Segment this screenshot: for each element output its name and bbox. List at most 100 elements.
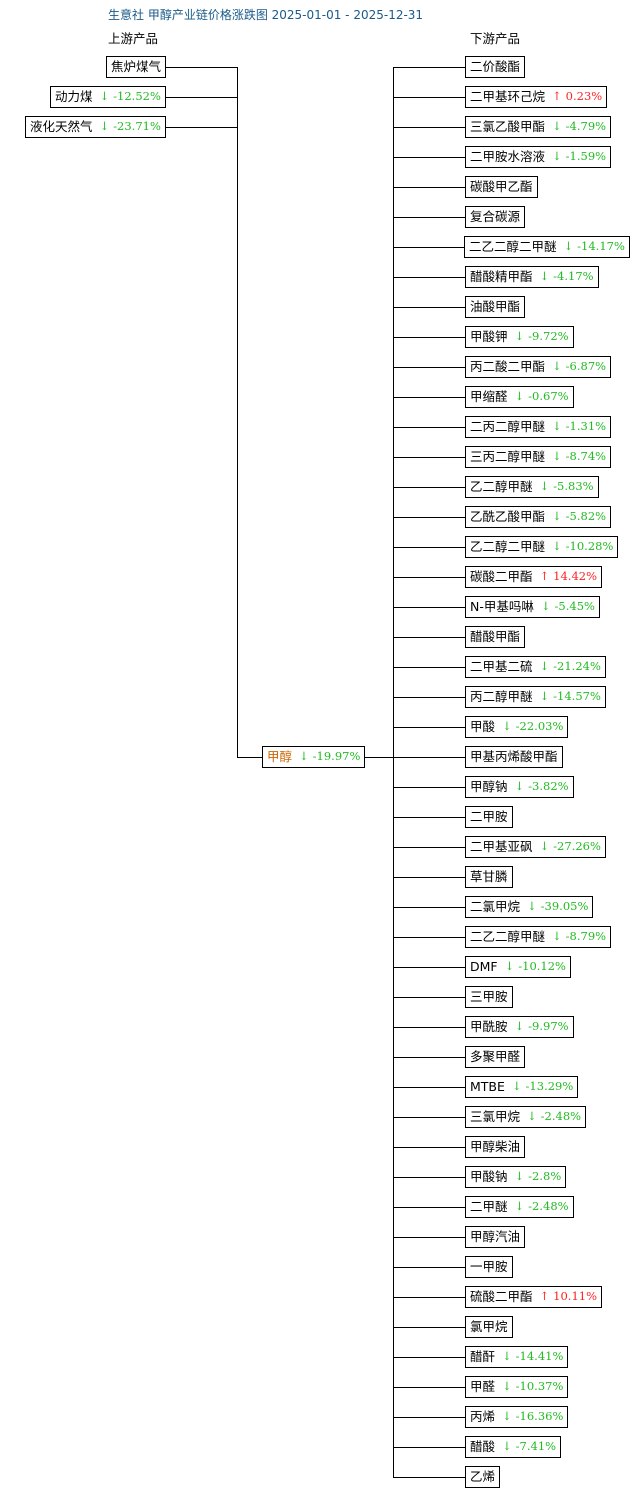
price-change: ↓-2.48% bbox=[515, 1201, 569, 1213]
downstream-node[interactable]: 丙烯↓-16.36% bbox=[465, 1406, 569, 1428]
price-change: ↑14.42% bbox=[540, 571, 598, 583]
downstream-node[interactable]: 甲基丙烯酸甲酯 bbox=[465, 746, 563, 768]
downstream-node[interactable]: 甲酸↓-22.03% bbox=[465, 716, 569, 738]
downstream-node[interactable]: 甲醛↓-10.37% bbox=[465, 1376, 569, 1398]
change-value: -5.45% bbox=[554, 599, 595, 614]
connector-line bbox=[393, 517, 465, 518]
arrow-down-icon: ↓ bbox=[552, 419, 562, 434]
downstream-node[interactable]: 三丙二醇甲醚↓-8.74% bbox=[465, 446, 612, 468]
change-value: 10.11% bbox=[553, 1289, 598, 1304]
downstream-node[interactable]: 甲缩醛↓-0.67% bbox=[465, 386, 574, 408]
price-change: ↓-1.31% bbox=[552, 421, 606, 433]
downstream-node[interactable]: 多聚甲醛 bbox=[465, 1046, 526, 1068]
product-name: 甲醇 bbox=[267, 748, 293, 764]
downstream-node[interactable]: 乙酰乙酸甲酯↓-5.82% bbox=[465, 506, 612, 528]
product-name: 甲基丙烯酸甲酯 bbox=[470, 748, 558, 764]
connector-line bbox=[393, 337, 465, 338]
downstream-node[interactable]: 丙二酸二甲酯↓-6.87% bbox=[465, 356, 612, 378]
downstream-node[interactable]: 油酸甲酯 bbox=[465, 296, 526, 318]
downstream-node[interactable]: 一甲胺 bbox=[465, 1256, 513, 1278]
product-name: 醋酐 bbox=[470, 1348, 496, 1364]
downstream-node[interactable]: 二甲基环己烷↑0.23% bbox=[465, 86, 608, 108]
downstream-node[interactable]: N-甲基吗啉↓-5.45% bbox=[465, 596, 600, 618]
downstream-node[interactable]: 乙二醇甲醚↓-5.83% bbox=[465, 476, 599, 498]
downstream-node[interactable]: 三氯乙酸甲酯↓-4.79% bbox=[465, 116, 612, 138]
change-value: -0.67% bbox=[528, 389, 569, 404]
product-name: 甲酸钾 bbox=[470, 328, 508, 344]
connector-line bbox=[393, 1267, 465, 1268]
connector-line bbox=[393, 1147, 465, 1148]
price-change: ↓-4.79% bbox=[552, 121, 606, 133]
product-name: DMF bbox=[470, 958, 498, 974]
connector-line bbox=[393, 1387, 465, 1388]
downstream-node[interactable]: 甲醇柴油 bbox=[465, 1136, 526, 1158]
downstream-node[interactable]: 甲醇钠↓-3.82% bbox=[465, 776, 574, 798]
connector-line bbox=[393, 907, 465, 908]
downstream-node[interactable]: 二甲醚↓-2.48% bbox=[465, 1196, 574, 1218]
arrow-down-icon: ↓ bbox=[502, 719, 512, 734]
change-value: -8.79% bbox=[565, 929, 607, 944]
downstream-node[interactable]: 甲醇汽油 bbox=[465, 1226, 526, 1248]
connector-line bbox=[393, 247, 465, 248]
product-name: 乙二醇二甲醚 bbox=[470, 538, 546, 554]
downstream-node[interactable]: 甲酸钠↓-2.8% bbox=[465, 1166, 567, 1188]
product-name: 甲醇柴油 bbox=[470, 1138, 521, 1154]
downstream-node[interactable]: 醋酸甲酯 bbox=[465, 626, 526, 648]
downstream-node[interactable]: MTBE↓-13.29% bbox=[465, 1076, 579, 1098]
change-value: -8.74% bbox=[565, 449, 607, 464]
downstream-node[interactable]: 二丙二醇甲醚↓-1.31% bbox=[465, 416, 612, 438]
upstream-node[interactable]: 动力煤↓-12.52% bbox=[50, 86, 166, 108]
arrow-down-icon: ↓ bbox=[514, 389, 525, 404]
downstream-node[interactable]: 碳酸甲乙酯 bbox=[465, 176, 538, 198]
downstream-node[interactable]: 硫酸二甲酯↑10.11% bbox=[465, 1286, 603, 1308]
downstream-node[interactable]: 甲酰胺↓-9.97% bbox=[465, 1016, 574, 1038]
connector-line bbox=[393, 937, 465, 938]
downstream-node[interactable]: 氯甲烷 bbox=[465, 1316, 513, 1338]
downstream-node[interactable]: 二甲胺 bbox=[465, 806, 513, 828]
upstream-node[interactable]: 焦炉煤气 bbox=[106, 56, 167, 78]
downstream-node[interactable]: 二甲基二硫↓-21.24% bbox=[465, 656, 606, 678]
change-value: -7.41% bbox=[515, 1439, 557, 1454]
downstream-node[interactable]: 醋酸↓-7.41% bbox=[465, 1436, 562, 1458]
downstream-node[interactable]: 丙二醇甲醚↓-14.57% bbox=[465, 686, 606, 708]
connector-line bbox=[393, 397, 465, 398]
downstream-node[interactable]: 甲酸钾↓-9.72% bbox=[465, 326, 574, 348]
connector-line bbox=[393, 637, 465, 638]
downstream-node[interactable]: 草甘膦 bbox=[465, 866, 513, 888]
page-title: 生意社 甲醇产业链价格涨跌图 2025-01-01 - 2025-12-31 bbox=[108, 8, 424, 22]
arrow-down-icon: ↓ bbox=[540, 599, 551, 614]
downstream-trunk-line bbox=[393, 67, 394, 1478]
downstream-node[interactable]: 醋酐↓-14.41% bbox=[465, 1346, 569, 1368]
price-change: ↓-9.97% bbox=[515, 1021, 569, 1033]
downstream-node[interactable]: 乙二醇二甲醚 ↓-10.28% bbox=[465, 536, 619, 558]
downstream-node[interactable]: 醋酸精甲酯↓-4.17% bbox=[465, 266, 599, 288]
connector-line bbox=[393, 667, 465, 668]
connector-line bbox=[393, 1117, 465, 1118]
upstream-node[interactable]: 液化天然气↓-23.71% bbox=[25, 116, 166, 138]
arrow-down-icon: ↓ bbox=[511, 1079, 522, 1094]
product-name: 醋酸 bbox=[470, 1438, 496, 1454]
center-node-methanol[interactable]: 甲醇↓-19.97% bbox=[262, 746, 366, 768]
product-name: 甲酸钠 bbox=[470, 1168, 508, 1184]
product-name: 甲醇汽油 bbox=[470, 1228, 521, 1244]
downstream-node[interactable]: 二乙二醇甲醚↓-8.79% bbox=[465, 926, 612, 948]
price-change: ↑10.11% bbox=[540, 1291, 598, 1303]
connector-line bbox=[393, 1477, 465, 1478]
downstream-node[interactable]: 复合碳源 bbox=[465, 206, 526, 228]
connector-line bbox=[393, 217, 465, 218]
product-name: 三甲胺 bbox=[470, 988, 508, 1004]
downstream-node[interactable]: 二甲胺水溶液↓-1.59% bbox=[465, 146, 612, 168]
change-value: -10.37% bbox=[515, 1379, 564, 1394]
downstream-node[interactable]: 二氯甲烷↓-39.05% bbox=[465, 896, 594, 918]
downstream-node[interactable]: 二乙二醇二甲醚↓-14.17% bbox=[464, 236, 630, 258]
price-change: ↓-10.28% bbox=[552, 541, 613, 553]
downstream-node[interactable]: 二价酸酯 bbox=[465, 56, 526, 78]
downstream-node[interactable]: 碳酸二甲酯↑14.42% bbox=[465, 566, 603, 588]
downstream-node[interactable]: 二甲基亚砜↓-27.26% bbox=[465, 836, 606, 858]
downstream-node[interactable]: 乙烯 bbox=[465, 1466, 501, 1488]
change-value: -9.97% bbox=[528, 1019, 569, 1034]
downstream-node[interactable]: 三甲胺 bbox=[465, 986, 513, 1008]
downstream-node[interactable]: DMF↓-10.12% bbox=[465, 956, 571, 978]
downstream-node[interactable]: 三氯甲烷↓-2.48% bbox=[465, 1106, 587, 1128]
